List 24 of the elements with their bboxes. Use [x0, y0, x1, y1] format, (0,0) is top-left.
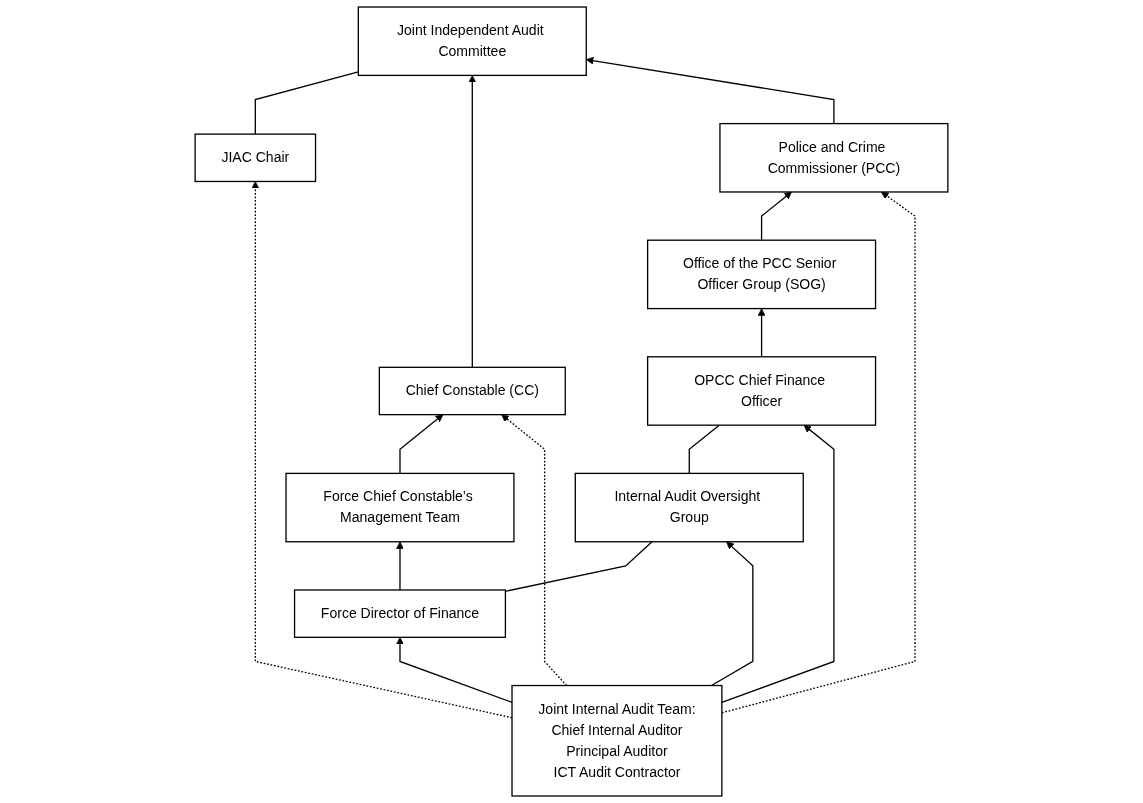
arrow	[399, 414, 444, 475]
node-box: JIAC Chair	[194, 133, 317, 183]
node-box: OPCC Chief Finance Officer	[646, 356, 877, 426]
node-box: Force Chief Constable’s Management Team	[285, 472, 515, 543]
node-box: Internal Audit Oversight Group	[574, 472, 804, 543]
node-box: Force Director of Finance	[293, 589, 507, 638]
node-box: Joint Independent Audit Committee	[357, 6, 587, 77]
arrow	[760, 191, 792, 241]
arrow	[251, 181, 513, 719]
arrow	[721, 424, 835, 704]
arrow	[396, 541, 404, 591]
node-box: Chief Constable (CC)	[378, 366, 566, 416]
arrow	[468, 75, 477, 368]
arrow	[757, 308, 766, 358]
connector	[688, 424, 720, 475]
arrow	[396, 636, 513, 704]
arrow	[710, 541, 754, 687]
connector	[504, 541, 653, 592]
arrow	[501, 414, 568, 687]
arrow	[721, 191, 916, 714]
node-box: Office of the PCC Senior Officer Group (SOG)	[646, 239, 877, 310]
node-box: Police and Crime Commissioner (PCC)	[719, 122, 949, 193]
node-box: Joint Internal Audit Team: Chief Internal Auditor Principal Auditor ICT Audit Contractor	[511, 684, 723, 797]
connector	[254, 71, 359, 135]
